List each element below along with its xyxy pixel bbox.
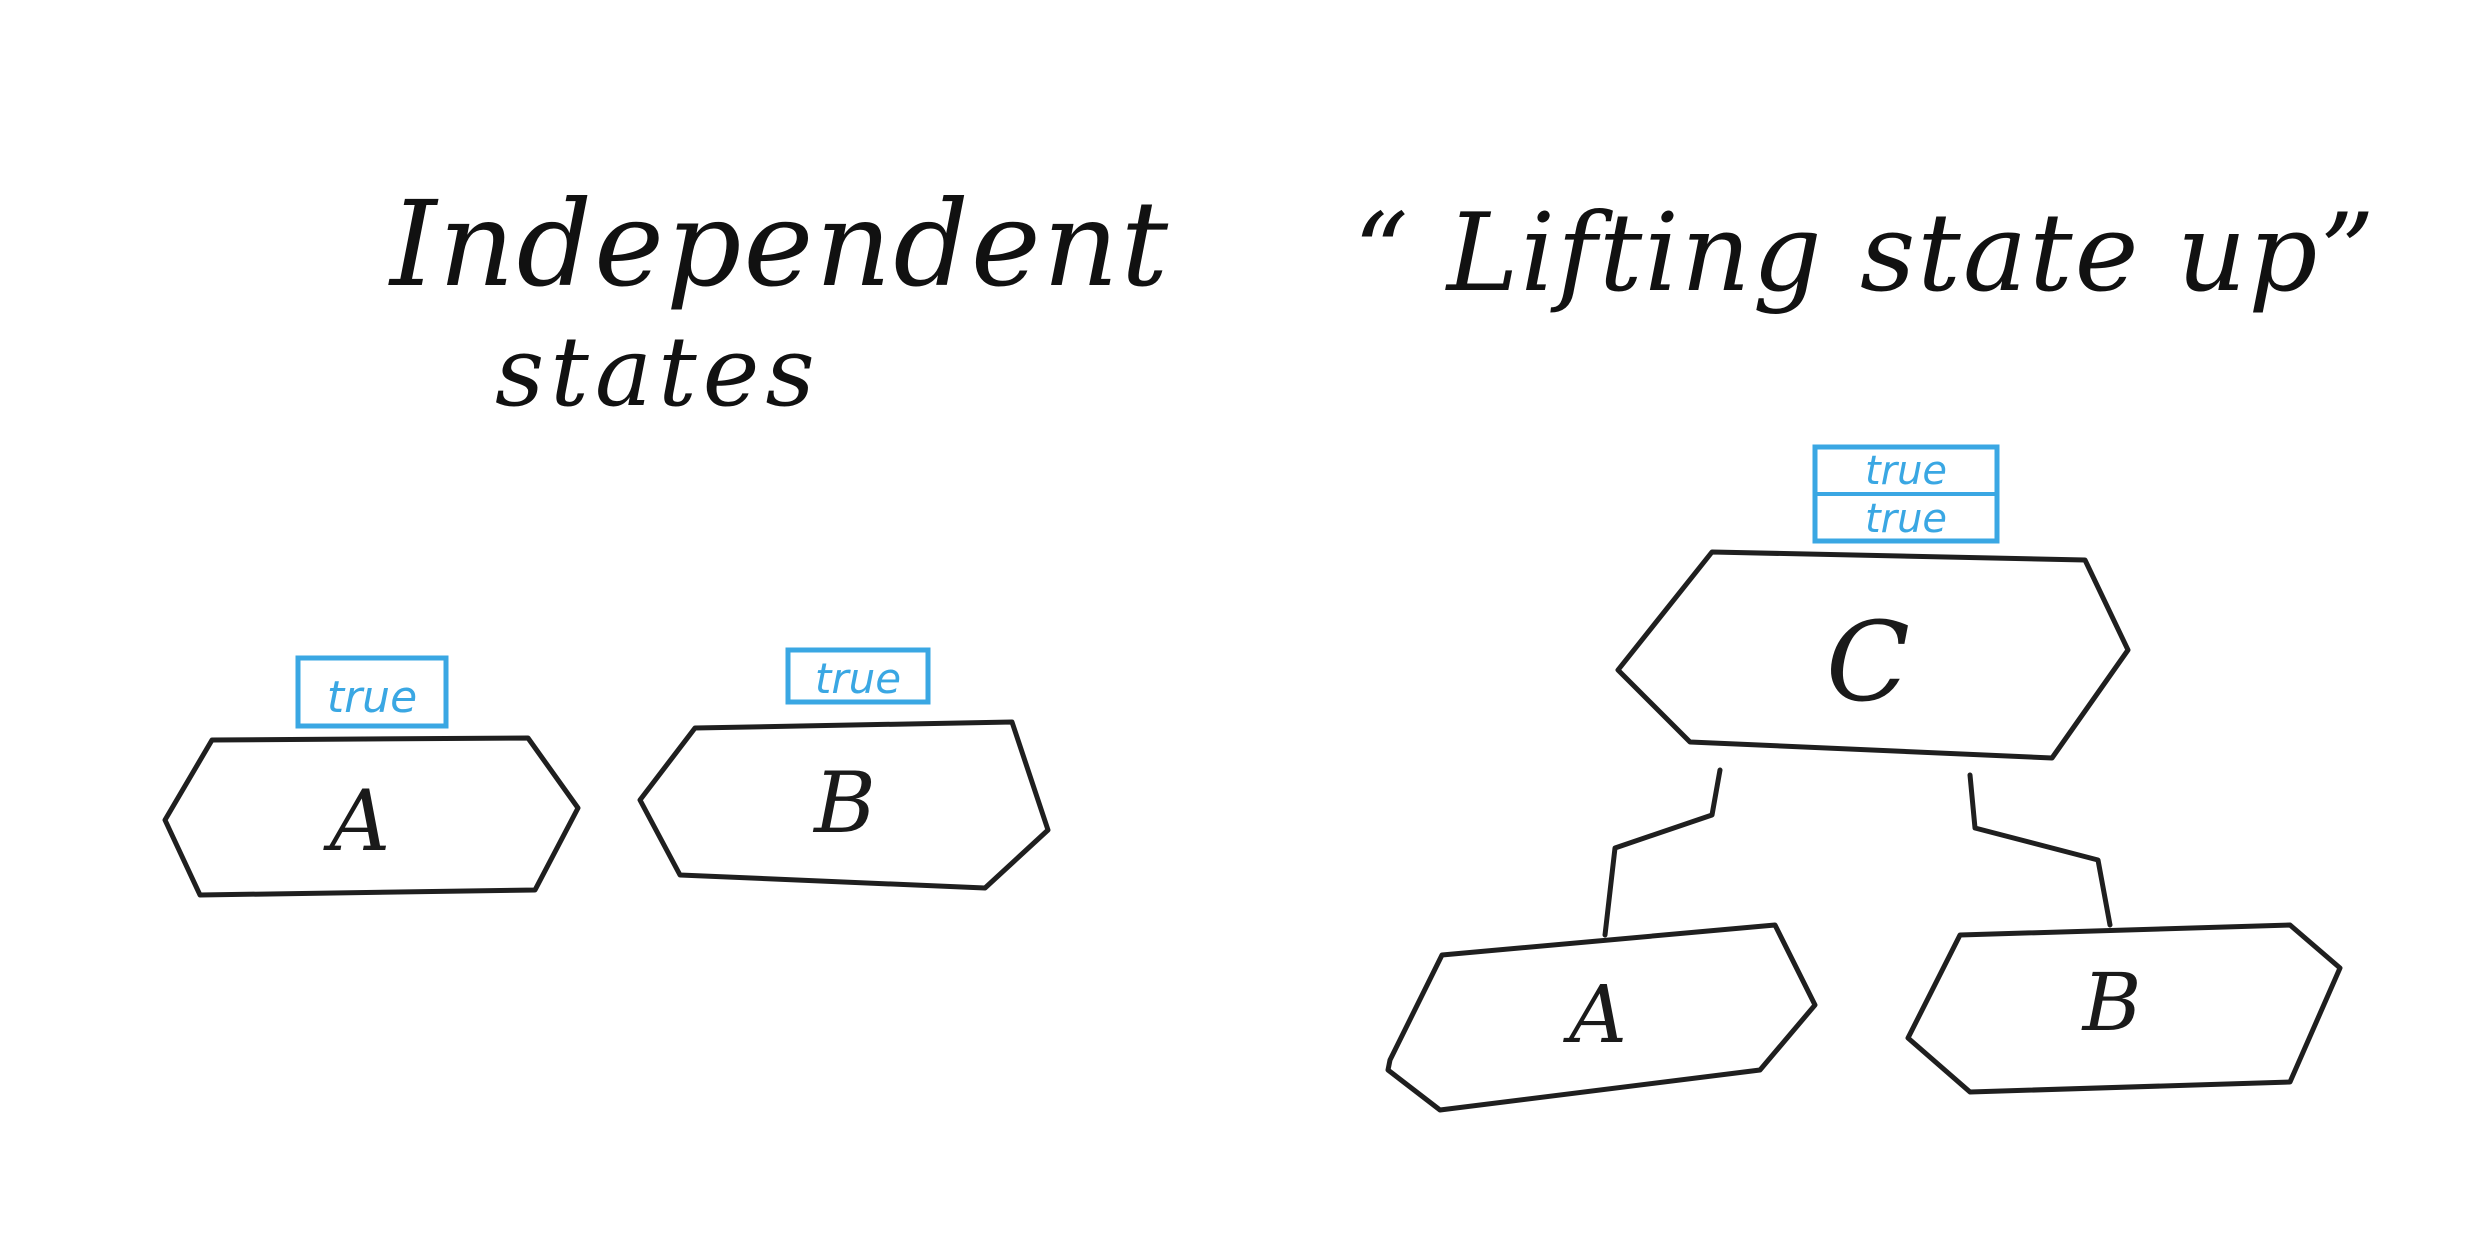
left-node-b-label: B	[812, 754, 876, 852]
left-node-b-state-box: true	[785, 647, 931, 705]
left-node-a-state-frame	[295, 655, 449, 729]
left-node-a: true A	[162, 655, 581, 898]
edge-c-to-b	[1967, 772, 2113, 928]
left-node-a-hexagon	[162, 735, 581, 898]
left-node-a-label: A	[323, 772, 391, 870]
left-panel: Independent states true A true B	[162, 175, 1170, 898]
child-node-b-label: B	[2081, 956, 2142, 1049]
parent-node-c: true true C	[1615, 444, 2131, 761]
child-node-b: B	[1905, 922, 2343, 1095]
left-node-b: true B	[637, 647, 1051, 891]
left-title-line1: Independent	[388, 175, 1170, 313]
left-node-a-state: true	[327, 672, 417, 723]
child-node-a: A	[1385, 922, 1818, 1113]
left-node-b-state: true	[815, 654, 901, 703]
right-panel: “ Lifting state up” true true C A B	[1353, 191, 2377, 1113]
parent-node-c-state-2: true	[1865, 496, 1947, 542]
child-node-b-hexagon	[1905, 922, 2343, 1095]
edge-c-to-a	[1602, 767, 1723, 938]
left-node-b-state-frame	[785, 647, 931, 705]
parent-node-c-label: C	[1826, 598, 1910, 726]
parent-node-c-state-box: true true	[1812, 444, 2000, 544]
parent-node-c-state-1: true	[1865, 448, 1947, 494]
right-title: “ Lifting state up”	[1353, 191, 2377, 316]
left-title-line2: states	[495, 316, 821, 428]
child-node-a-hexagon	[1385, 922, 1818, 1113]
child-node-a-label: A	[1562, 968, 1627, 1061]
parent-node-c-hexagon	[1615, 549, 2131, 761]
left-node-a-state-box: true	[295, 655, 449, 729]
left-node-b-hexagon	[637, 719, 1051, 891]
